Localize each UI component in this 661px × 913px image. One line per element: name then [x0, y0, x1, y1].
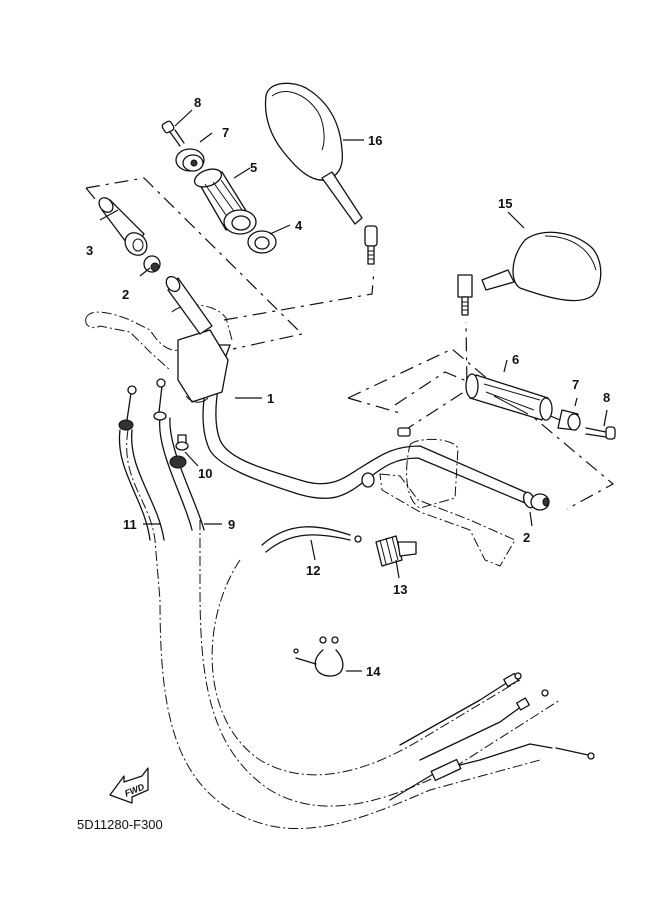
cable-boot[interactable]: [375, 535, 417, 567]
balancer-left[interactable]: [175, 148, 205, 172]
callout-7-left: 7: [222, 125, 229, 140]
callout-16: 16: [368, 133, 382, 148]
throttle-cable-1[interactable]: [153, 378, 561, 807]
callout-10: 10: [198, 466, 212, 481]
grip-end-left[interactable]: [143, 255, 161, 273]
cable-clamp[interactable]: [293, 636, 344, 677]
grip-end-right[interactable]: [530, 493, 550, 511]
drawing-code: 5D11280-F300: [77, 817, 163, 832]
left-lever-switch-assembly: [85, 275, 233, 403]
callout-6: 6: [512, 352, 519, 367]
callout-3: 3: [86, 243, 93, 258]
callout-8-left: 8: [194, 95, 201, 110]
screw-bracket[interactable]: [175, 434, 189, 451]
callout-7-right: 7: [572, 377, 579, 392]
callout-11: 11: [123, 517, 137, 532]
mirror-leader-lines: [223, 269, 468, 433]
forward-direction-arrow: FWD: [109, 767, 149, 804]
callout-1: 1: [267, 391, 274, 406]
rear-view-mirror-left[interactable]: [264, 82, 378, 265]
callout-2-right: 2: [523, 530, 530, 545]
callout-12: 12: [306, 563, 320, 578]
callout-5: 5: [250, 160, 257, 175]
starter-cable[interactable]: [211, 526, 521, 776]
screw-right[interactable]: [585, 426, 616, 440]
screw-left[interactable]: [161, 120, 185, 147]
throttle-cable-2[interactable]: [118, 385, 541, 830]
cable-ends: [389, 672, 595, 801]
callout-leaders: [99, 109, 608, 672]
callout-13: 13: [393, 582, 407, 597]
balancer-right[interactable]: [557, 409, 581, 431]
callout-9: 9: [228, 517, 235, 532]
callout-2-left: 2: [122, 287, 129, 302]
assembly-box-right-grip: [347, 348, 615, 510]
right-lever-assembly: [361, 438, 516, 567]
washer[interactable]: [247, 230, 277, 254]
callout-4: 4: [295, 218, 303, 233]
throttle-grip[interactable]: [96, 195, 151, 260]
assembly-box-left-grip: [85, 177, 304, 350]
callout-8-right: 8: [603, 390, 610, 405]
rear-view-mirror-right[interactable]: [457, 231, 602, 316]
callout-14: 14: [366, 664, 381, 679]
callout-15: 15: [498, 196, 512, 211]
callout-labels: 1 2 2 3 4 5 6 7 7 8 8 9 10 11 12 13 14 1…: [86, 95, 610, 679]
grip-right[interactable]: [465, 373, 553, 421]
grip-left[interactable]: [192, 166, 257, 235]
